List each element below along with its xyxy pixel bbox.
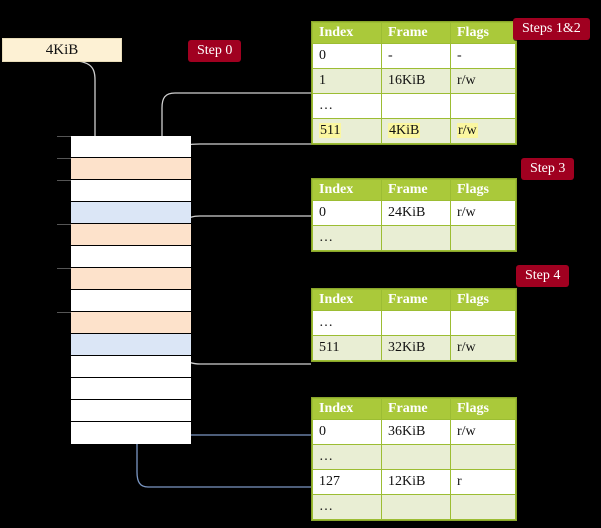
cell-frame: 16KiB: [381, 68, 451, 94]
memory-frame-row: [71, 267, 191, 290]
memory-frame-row: [71, 311, 191, 334]
size-tag-4kib: 4KiB: [2, 38, 122, 62]
wire-table2-to-memory: [181, 215, 311, 270]
steps-1-2-label: Steps 1&2: [513, 18, 590, 40]
memory-tick: [57, 268, 71, 269]
memory-frame-row: [71, 399, 191, 422]
memory-frame-row: [71, 333, 191, 356]
cell-flags: r/w: [450, 118, 516, 144]
step-4-label: Step 4: [516, 265, 570, 287]
cell-frame: 32KiB: [381, 335, 451, 361]
cell-flags: -: [450, 43, 516, 69]
cell-index: …: [312, 310, 382, 336]
cell-frame: [381, 444, 451, 470]
cell-index: 0: [312, 419, 382, 445]
cell-flags: r/w: [450, 419, 516, 445]
column-header-frame: Frame: [381, 289, 451, 311]
wire-table1-row1-long: [161, 92, 311, 257]
memory-frame-row: [71, 377, 191, 400]
memory-frame-row: [71, 201, 191, 224]
cell-frame: [381, 310, 451, 336]
memory-frame-row: [71, 245, 191, 268]
cell-flags: r/w: [450, 335, 516, 361]
column-header-flags: Flags: [450, 398, 516, 420]
cell-flags: r: [450, 469, 516, 495]
column-header-frame: Frame: [381, 179, 451, 201]
cell-flags: [450, 310, 516, 336]
memory-frame-row: [71, 355, 191, 378]
cell-index: …: [312, 225, 382, 251]
cell-flags: [450, 444, 516, 470]
cell-flags: r/w: [450, 200, 516, 226]
cell-frame: [381, 93, 451, 119]
cell-flags: r/w: [450, 68, 516, 94]
cell-frame: [381, 225, 451, 251]
column-header-frame: Frame: [381, 22, 451, 44]
table-row[interactable]: …: [312, 494, 516, 520]
table-row[interactable]: …: [312, 225, 516, 251]
cell-flags: [450, 494, 516, 520]
memory-frame-row: [71, 157, 191, 180]
wire-table4-row127-to-memory: [130, 208, 311, 488]
column-header-flags: Flags: [450, 179, 516, 201]
cell-index: 0: [312, 43, 382, 69]
cell-index: …: [312, 93, 382, 119]
wire-table3-to-memory: [175, 312, 311, 365]
cell-index: 0: [312, 200, 382, 226]
cell-frame: 4KiB: [381, 118, 451, 144]
cell-frame: -: [381, 43, 451, 69]
column-header-index: Index: [312, 289, 382, 311]
memory-frame-row: [71, 179, 191, 202]
cell-index: 511: [312, 118, 382, 144]
cell-frame: 36KiB: [381, 419, 451, 445]
table-row[interactable]: 0--: [312, 43, 516, 69]
memory-tick: [57, 312, 71, 313]
column-header-index: Index: [312, 22, 382, 44]
column-header-index: Index: [312, 179, 382, 201]
memory-tick: [57, 158, 71, 159]
cell-index: 511: [312, 335, 382, 361]
table-row[interactable]: …: [312, 444, 516, 470]
cell-flags: [450, 93, 516, 119]
wire-table1-to-memory: [169, 143, 311, 180]
memory-tick: [57, 180, 71, 181]
memory-frame-row: [71, 421, 191, 444]
column-header-flags: Flags: [450, 289, 516, 311]
cell-frame: [381, 494, 451, 520]
cell-frame: 12KiB: [381, 469, 451, 495]
memory-frame-row: [71, 135, 191, 158]
memory-frame-row: [71, 223, 191, 246]
cell-index: 127: [312, 469, 382, 495]
memory-tick: [57, 136, 71, 137]
column-header-index: Index: [312, 398, 382, 420]
physical-memory-column: [70, 135, 191, 444]
cell-index: …: [312, 444, 382, 470]
table-row[interactable]: …: [312, 310, 516, 336]
cell-index: …: [312, 494, 382, 520]
column-header-flags: Flags: [450, 22, 516, 44]
step-3-label: Step 3: [521, 158, 575, 180]
table-row[interactable]: …: [312, 93, 516, 119]
cell-frame: 24KiB: [381, 200, 451, 226]
memory-tick: [57, 224, 71, 225]
cell-index: 1: [312, 68, 382, 94]
column-header-frame: Frame: [381, 398, 451, 420]
memory-frame-row: [71, 289, 191, 312]
step-0-label: Step 0: [188, 40, 242, 62]
cell-flags: [450, 225, 516, 251]
